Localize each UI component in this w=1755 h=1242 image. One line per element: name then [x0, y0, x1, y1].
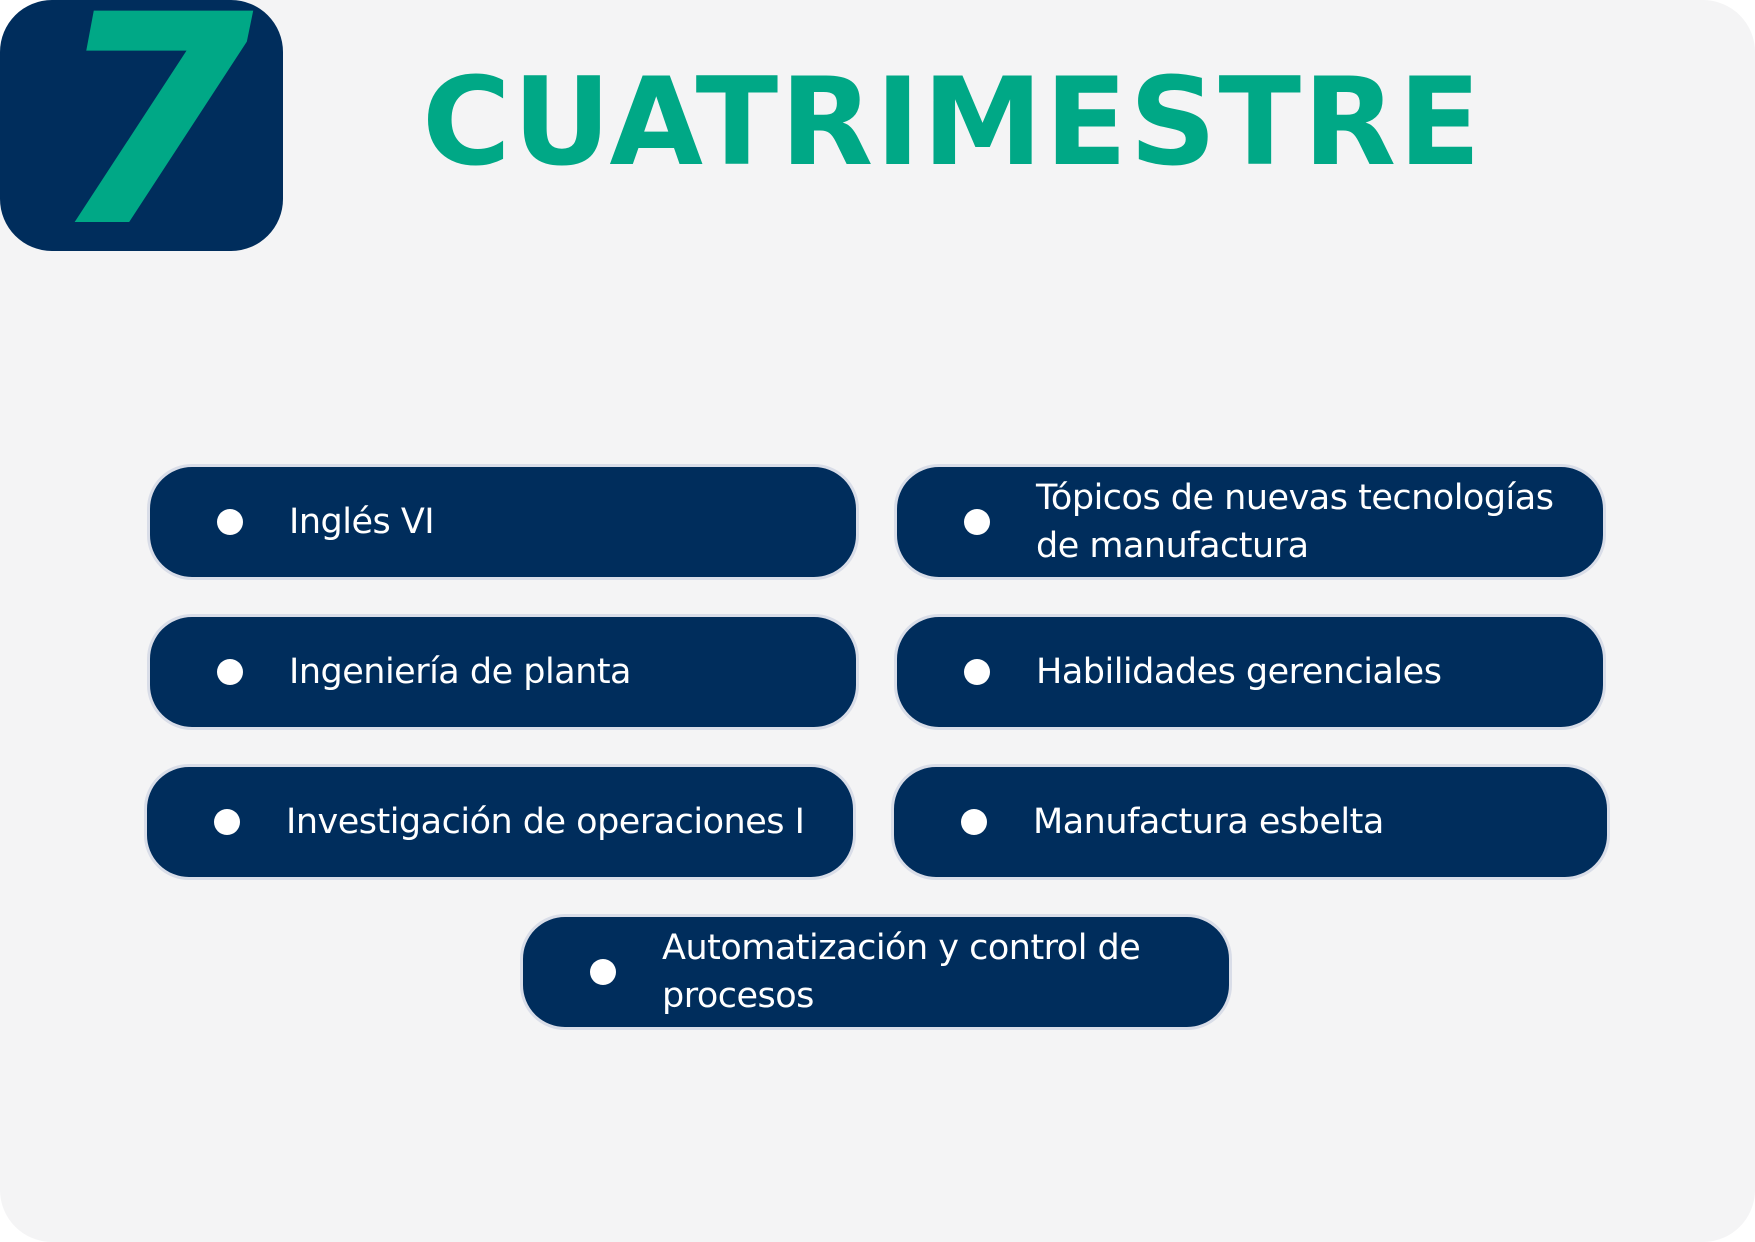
- semester-number: 7: [52, 0, 254, 251]
- course-item: Habilidades gerenciales: [894, 614, 1606, 730]
- course-label: Tópicos de nuevas tecnologías de manufac…: [1036, 478, 1554, 566]
- course-label: Manufactura esbelta: [1033, 802, 1384, 842]
- semester-number-badge: 7: [0, 0, 283, 251]
- course-item: Automatización y control de procesos: [520, 914, 1232, 1030]
- course-label: Investigación de operaciones I: [286, 802, 805, 842]
- bullet-dot-icon: [961, 809, 987, 835]
- bullet-dot-icon: [964, 659, 990, 685]
- course-label: Inglés VI: [289, 502, 435, 542]
- bullet-dot-icon: [214, 809, 240, 835]
- course-item: Inglés VI: [147, 464, 859, 580]
- course-item: Manufactura esbelta: [891, 764, 1610, 880]
- course-item: Investigación de operaciones I: [144, 764, 856, 880]
- course-label: Ingeniería de planta: [289, 652, 632, 692]
- bullet-dot-icon: [217, 659, 243, 685]
- course-item: Tópicos de nuevas tecnologías de manufac…: [894, 464, 1606, 580]
- bullet-dot-icon: [590, 959, 616, 985]
- course-item: Ingeniería de planta: [147, 614, 859, 730]
- bullet-dot-icon: [217, 509, 243, 535]
- course-label: Automatización y control de procesos: [662, 928, 1141, 1016]
- course-label: Habilidades gerenciales: [1036, 652, 1442, 692]
- bullet-dot-icon: [964, 509, 990, 535]
- page-title: CUATRIMESTRE: [422, 52, 1483, 193]
